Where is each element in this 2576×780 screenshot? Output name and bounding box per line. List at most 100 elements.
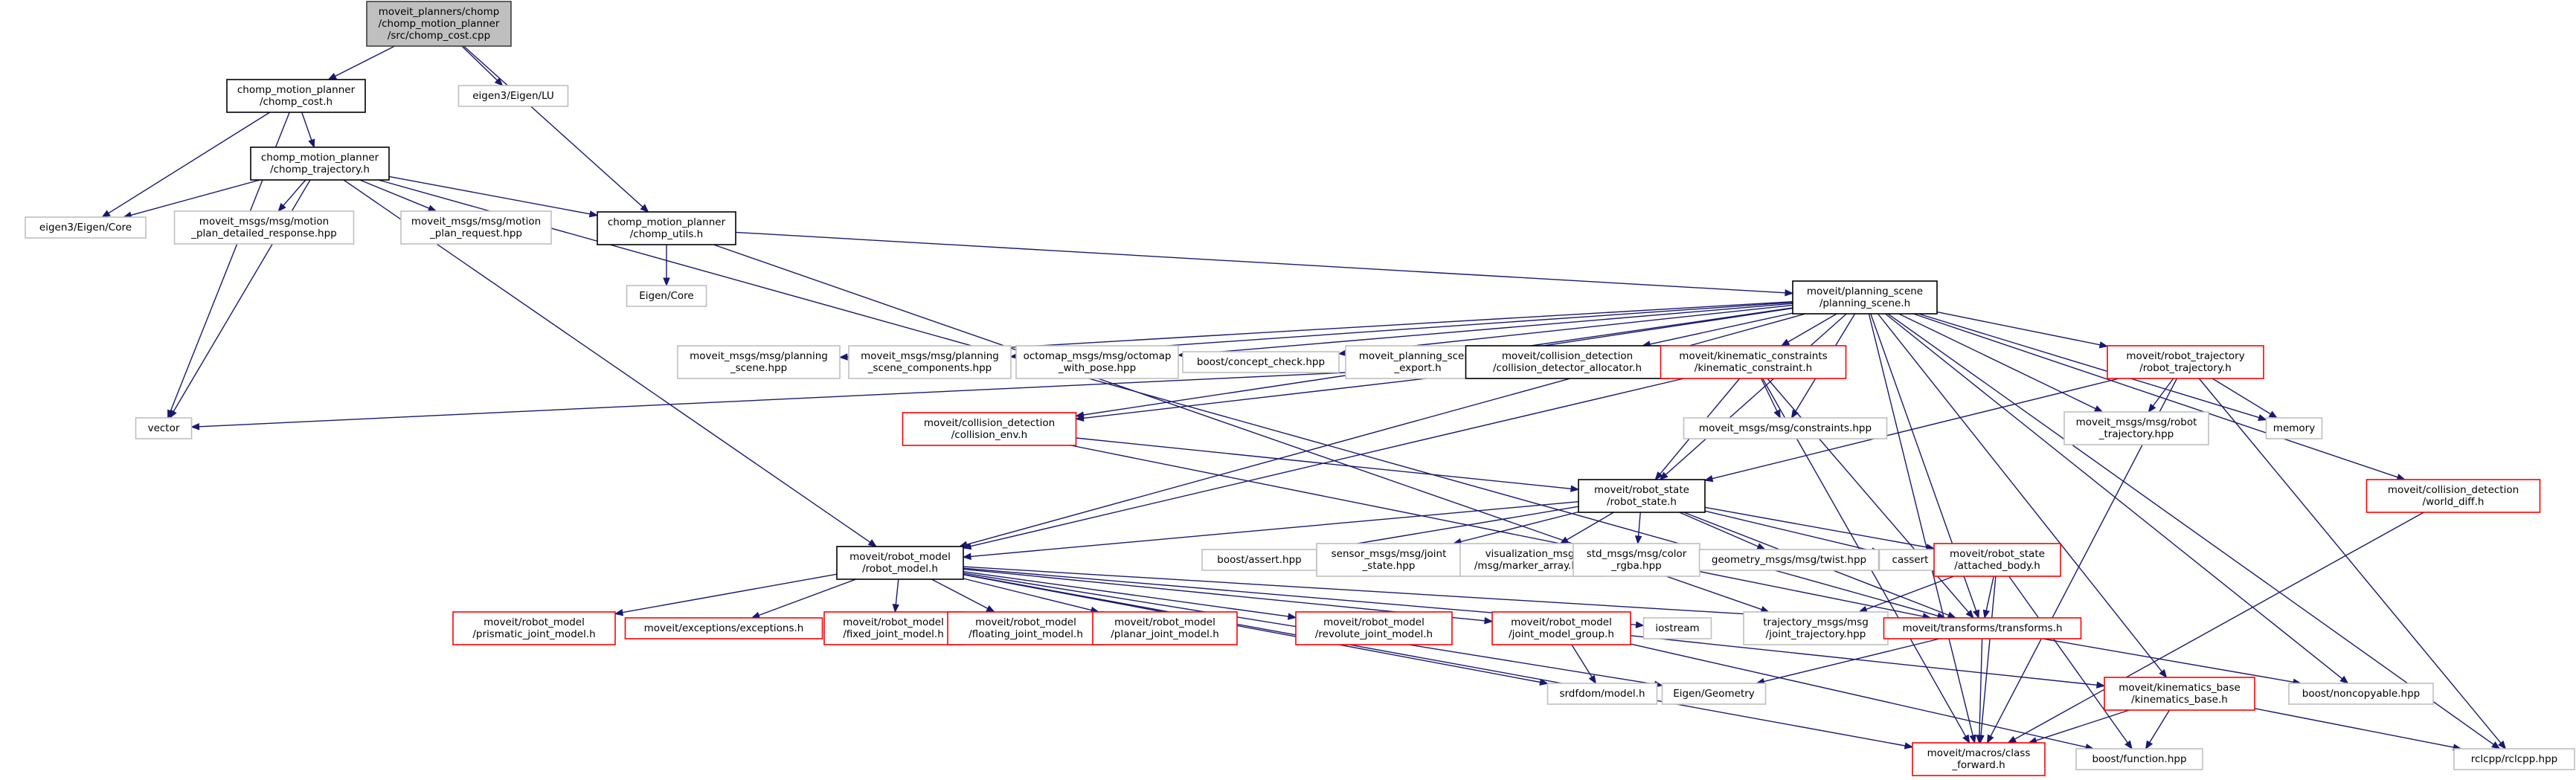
node-label-line: moveit/collision_detection (1502, 350, 1633, 362)
node-rs-h[interactable]: moveit/robot_state/robot_state.h (1578, 479, 1706, 513)
node-js[interactable]: sensor_msgs/msg/joint_state.hpp (1316, 543, 1462, 577)
node-traj-h[interactable]: chomp_motion_planner/chomp_trajectory.h (250, 146, 390, 181)
node-msgs-ps[interactable]: moveit_msgs/msg/planning_scene.hpp (677, 345, 841, 379)
node-transforms[interactable]: moveit/transforms/transforms.h (1883, 617, 2082, 639)
node-iostream[interactable]: iostream (1642, 617, 1712, 639)
edge-arrowhead (1075, 414, 1085, 422)
node-msgs-psc[interactable]: moveit_msgs/msg/planning_scene_component… (848, 345, 1012, 379)
edge-line (2198, 378, 2502, 744)
node-box (2063, 411, 2209, 445)
edge-line (388, 175, 591, 215)
node-utils-h[interactable]: chomp_motion_planner/chomp_utils.h (597, 211, 736, 245)
node-label-line: /src/chomp_cost.cpp (388, 30, 490, 42)
node-kc-h[interactable]: moveit/kinematic_constraints/kinematic_c… (1660, 345, 1847, 379)
edge-arrowhead (1969, 734, 1976, 744)
node-planar[interactable]: moveit/robot_model/planar_joint_model.h (1092, 611, 1238, 645)
edge-line (1885, 313, 2343, 680)
edge-arrowhead (1986, 734, 1994, 744)
node-label-line: rclcpp/rclcpp.hpp (2471, 753, 2558, 765)
node-twist[interactable]: geometry_msgs/msg/twist.hpp (1698, 549, 1880, 571)
node-cassert[interactable]: cassert (1878, 549, 1942, 571)
node-mp-detail[interactable]: moveit_msgs/msg/motion_plan_detailed_res… (173, 210, 355, 245)
node-eigen-geom[interactable]: Eigen/Geometry (1661, 683, 1767, 705)
node-cd-alloc[interactable]: moveit/collision_detection/collision_det… (1465, 345, 1670, 379)
node-exceptions[interactable]: moveit/exceptions/exceptions.h (624, 617, 823, 639)
node-boost-cc[interactable]: boost/concept_check.hpp (1182, 351, 1340, 373)
node-box (1491, 611, 1631, 645)
node-class-fwd[interactable]: moveit/macros/class_forward.h (1912, 742, 2046, 776)
edge-arrowhead (1588, 674, 1597, 685)
node-noncopyable[interactable]: boost/noncopyable.hpp (2288, 683, 2434, 705)
edge-kb_h-to-rclcpp (2254, 708, 2462, 751)
node-label-line: moveit/robot_model (843, 616, 944, 628)
node-box (1182, 351, 1340, 373)
node-box (624, 617, 823, 639)
node-prismatic[interactable]: moveit/robot_model/prismatic_joint_model… (452, 611, 616, 645)
edge-arrowhead (1484, 617, 1494, 625)
node-eigen-lu[interactable]: eigen3/Eigen/LU (457, 85, 569, 107)
edge-line (1979, 638, 1983, 736)
node-rclcpp[interactable]: rclcpp/rclcpp.hpp (2453, 748, 2575, 770)
node-label-line: moveit/robot_state (1594, 484, 1689, 496)
node-traj-msgs[interactable]: trajectory_msgs/msg/joint_trajectory.hpp (1743, 611, 1889, 645)
node-eigen-core[interactable]: Eigen/Core (626, 285, 707, 307)
edge-line (2042, 638, 2294, 683)
edge-arrowhead (169, 409, 177, 419)
node-ps-h[interactable]: moveit/planning_scene/planning_scene.h (1792, 280, 1938, 315)
node-msgs-rt[interactable]: moveit_msgs/msg/robot_trajectory.hpp (2063, 411, 2209, 445)
node-box (1698, 549, 1880, 571)
node-world-diff[interactable]: moveit/collision_detection/world_diff.h (2365, 479, 2541, 513)
node-cost-h[interactable]: chomp_motion_planner/chomp_cost.h (226, 79, 366, 113)
edge-line (1649, 312, 1793, 345)
edge-arrowhead (986, 605, 996, 613)
node-label-line: moveit/robot_model (484, 616, 585, 628)
node-boost-assert[interactable]: boost/assert.hpp (1201, 549, 1317, 571)
edge-arrowhead (1962, 734, 1970, 744)
edge-arrowhead (1947, 611, 1957, 619)
node-fixed[interactable]: moveit/robot_model/fixed_joint_model.h (823, 611, 963, 645)
node-revolute[interactable]: moveit/robot_model/revolute_joint_model.… (1295, 611, 1453, 645)
node-label-line: cassert (1892, 554, 1929, 566)
edge-arrowhead (1756, 543, 1767, 550)
node-label-line: _state.hpp (1362, 560, 1416, 572)
edge-arrowhead (1785, 289, 1794, 297)
edge-rs_h-to-color (1634, 512, 1642, 545)
edge-rt_h-to-msgs_rt (2148, 378, 2174, 413)
edge-ab_h-to-transforms (1982, 576, 1994, 619)
node-label-line: /prismatic_joint_model.h (472, 628, 595, 640)
node-constraints[interactable]: moveit_msgs/msg/constraints.hpp (1683, 417, 1888, 439)
node-rt-h[interactable]: moveit/robot_trajectory/robot_trajectory… (2107, 345, 2264, 379)
node-label-line: chomp_motion_planner (261, 152, 379, 164)
node-jmg[interactable]: moveit/robot_model/joint_model_group.h (1491, 611, 1631, 645)
edge-arrowhead (1965, 609, 1974, 619)
node-mp-req[interactable]: moveit_msgs/msg/motion_plan_request.hpp (400, 210, 552, 245)
node-box (173, 210, 355, 245)
node-rm-h[interactable]: moveit/robot_model/robot_model.h (836, 546, 964, 580)
edge-rt_h-to-rclcpp (2198, 378, 2507, 750)
node-color[interactable]: std_msgs/msg/color_rgba.hpp (1573, 543, 1700, 577)
node-octomap[interactable]: octomap_msgs/msg/octomap_with_pose.hpp (1015, 345, 1179, 379)
edge-kc_h-to-transforms (1767, 378, 1974, 619)
node-cd-env[interactable]: moveit/collision_detection/collision_env… (902, 412, 1077, 446)
node-label-line: moveit_planning_scene (1359, 350, 1477, 362)
edge-arrowhead (1780, 338, 1790, 347)
node-eigen-core3[interactable]: eigen3/Eigen/Core (25, 216, 147, 239)
node-vector[interactable]: vector (135, 417, 193, 439)
edge-arrowhead (1539, 678, 1549, 686)
node-floating[interactable]: moveit/robot_model/floating_joint_model.… (947, 611, 1105, 645)
node-memory[interactable]: memory (2265, 417, 2323, 439)
node-box (1912, 742, 2046, 776)
node-label-line: _scene.hpp (730, 362, 787, 374)
edge-jmg-to-srdfdom (1571, 644, 1597, 685)
edge-ps_h-to-msgs_rt (1898, 313, 2104, 413)
edge-arrowhead (190, 423, 200, 431)
node-label-line: /planar_joint_model.h (1111, 628, 1219, 640)
edge-line (1704, 510, 1872, 552)
edge-ab_h-to-boost_fn (2008, 576, 2133, 750)
node-boost-fn[interactable]: boost/function.hpp (2075, 748, 2203, 770)
node-ab-h[interactable]: moveit/robot_state/attached_body.h (1933, 543, 2061, 577)
node-srdfdom[interactable]: srdfdom/model.h (1546, 683, 1658, 705)
node-kb-h[interactable]: moveit/kinematics_base/kinematics_base.h (2104, 677, 2255, 711)
node-box (1642, 617, 1712, 639)
node-label-line: vector (148, 422, 180, 434)
